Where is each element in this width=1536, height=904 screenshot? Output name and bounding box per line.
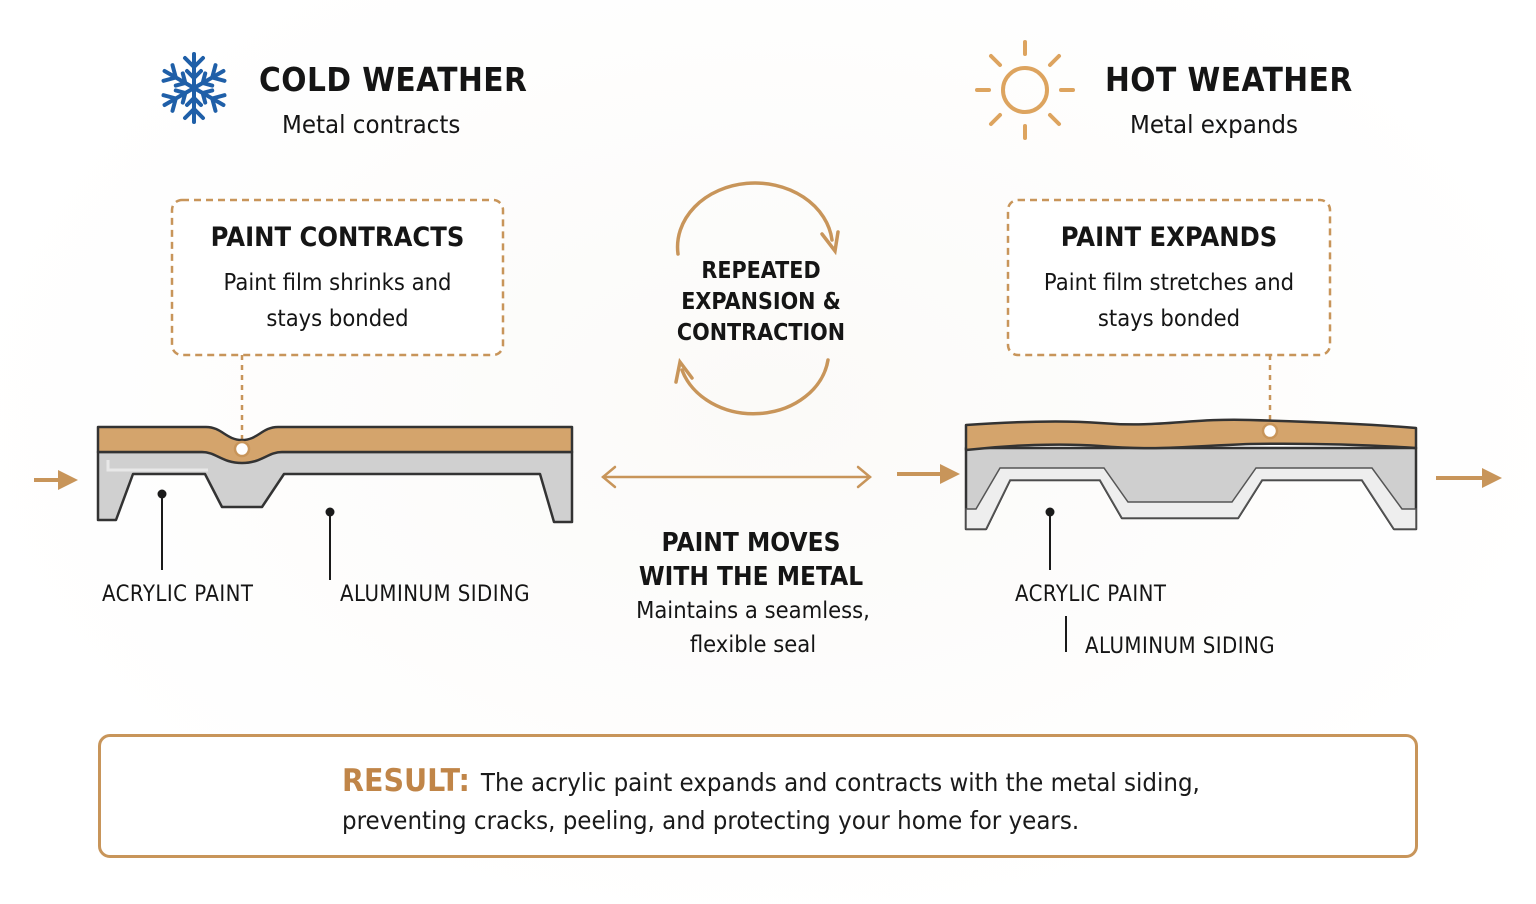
result-label: RESULT: (342, 763, 470, 799)
hot-weather-subtitle: Metal expands (1130, 110, 1299, 139)
hot-box-title: PAINT EXPANDS (1060, 222, 1278, 253)
result-box (98, 734, 1418, 858)
hot-siding-profile (964, 418, 1418, 531)
movement-double-arrow (601, 465, 872, 489)
cold-siding-leader-dot (325, 507, 335, 517)
hot-aluminum-siding-label: ALUMINUM SIDING (1085, 634, 1276, 659)
hot-acrylic-paint-label: ACRYLIC PAINT (1015, 582, 1167, 607)
cold-siding-profile (96, 425, 574, 524)
snowflake-icon (158, 52, 230, 124)
result-text: The acrylic paint expands and contracts … (342, 768, 1200, 835)
hot-paint-leader-dot (1045, 507, 1055, 517)
cold-callout-box (170, 198, 505, 357)
hot-box-text: Paint film stretches and stays bonded (1043, 270, 1295, 332)
center-title: PAINT MOVES WITH THE METAL (638, 528, 864, 592)
cold-box-text: Paint film shrinks and stays bonded (223, 270, 452, 332)
cold-callout-point (233, 440, 251, 458)
sun-icon (975, 40, 1075, 140)
hot-weather-title: HOT WEATHER (1105, 60, 1353, 99)
cold-aluminum-siding (96, 450, 574, 524)
cold-aluminum-highlight (106, 460, 208, 472)
cold-weather-title: COLD WEATHER (259, 60, 528, 99)
cold-acrylic-paint-label: ACRYLIC PAINT (102, 582, 254, 607)
cycle-label: REPEATED EXPANSION & CONTRACTION (676, 258, 846, 346)
cold-aluminum-siding-label: ALUMINUM SIDING (340, 582, 531, 607)
hot-callout-point (1261, 422, 1279, 440)
cold-paint-leader-dot (157, 489, 167, 499)
label-leaders (161, 494, 1067, 652)
center-subtitle: Maintains a seamless, flexible seal (636, 598, 870, 658)
cold-weather-subtitle: Metal contracts (282, 110, 461, 139)
hot-paint-layer (964, 418, 1418, 452)
hot-callout-box (1006, 198, 1332, 357)
result-text-block: RESULT:The acrylic paint expands and con… (342, 762, 1262, 840)
hot-aluminum-inner (965, 467, 1417, 530)
cold-box-title: PAINT CONTRACTS (210, 222, 465, 253)
cycle-arrows-icon (674, 181, 840, 416)
cold-paint-layer (96, 425, 574, 465)
